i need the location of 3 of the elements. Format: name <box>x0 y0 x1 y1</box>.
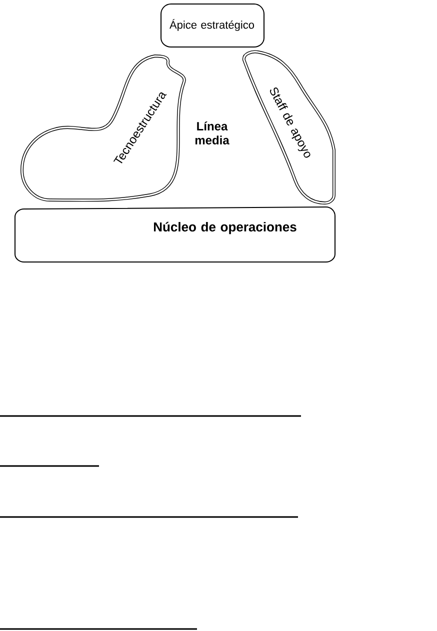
area-label: Línea media <box>195 122 230 144</box>
rounded-box: Núcleo de operaciones <box>14 206 336 262</box>
rounded-box: Ápice estratégico <box>160 4 264 48</box>
